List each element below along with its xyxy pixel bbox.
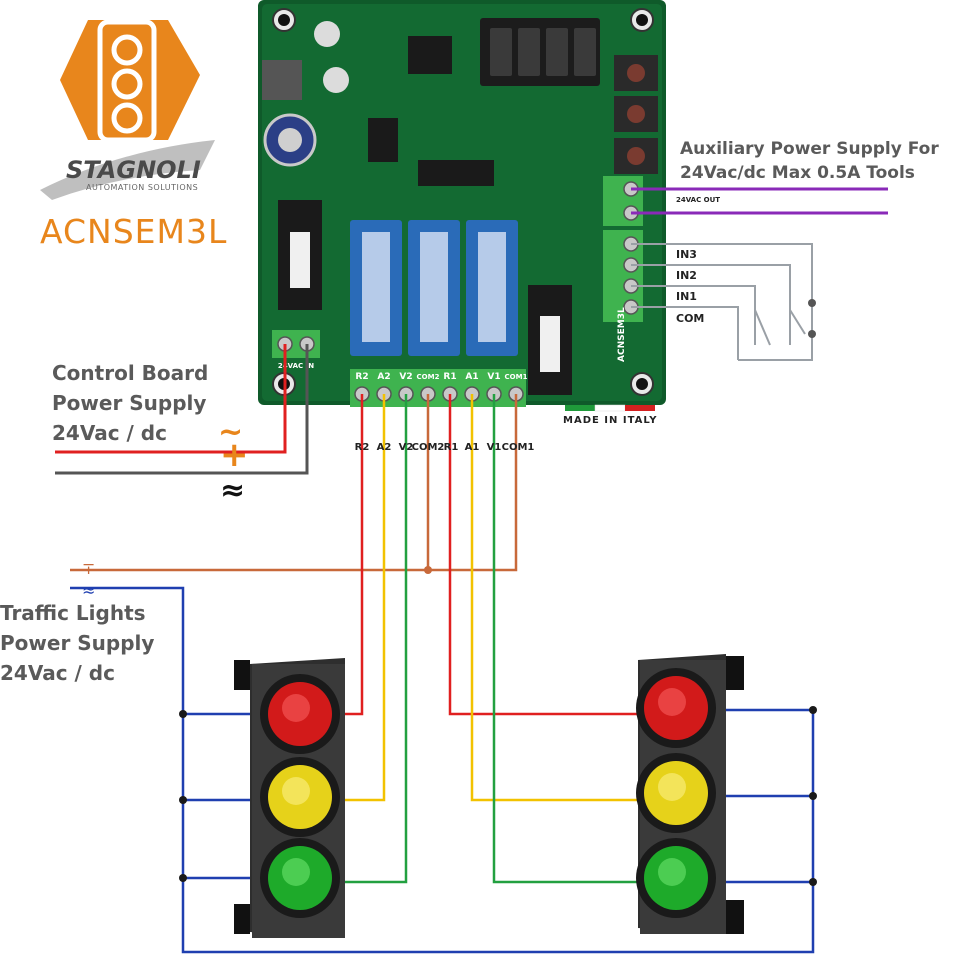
traffic-light-left [234, 658, 345, 938]
wire-label: V2 [399, 442, 414, 453]
control-power-label-2: Power Supply [52, 391, 207, 415]
wire-label: A1 [465, 442, 480, 453]
control-power-label-1: Control Board [52, 361, 209, 385]
dc-in-label: 24VAC IN [278, 362, 314, 370]
minus-tilde-symbol: ≈ [220, 473, 245, 508]
brand-tagline: AUTOMATION SOLUTIONS [86, 183, 199, 192]
input-label: COM [676, 312, 704, 325]
tilde-symbol: ~ [218, 415, 243, 450]
input-label: IN1 [676, 290, 697, 303]
term-label: A2 [377, 372, 390, 382]
traffic-power-label-2: Power Supply [0, 631, 155, 655]
wire-label: R2 [355, 442, 370, 453]
control-power-wires [55, 344, 309, 475]
terminal-labels: R2 A2 V2 COM2 R1 A1 V1 COM1 24VAC IN 24V… [278, 196, 720, 382]
traffic-light-right [636, 654, 744, 934]
wire-label: R1 [444, 442, 459, 453]
control-power-label-3: 24Vac / dc [52, 421, 167, 445]
aux-power-wires [631, 187, 888, 215]
wire-label: A2 [377, 442, 392, 453]
input-label: IN3 [676, 248, 697, 261]
relay-1 [350, 220, 402, 356]
model-name: ACNSEM3L [40, 212, 228, 251]
traffic-light-logo-icon [40, 19, 215, 200]
term-label: R1 [443, 372, 456, 382]
term-label: COM2 [417, 373, 440, 381]
control-board [258, 0, 666, 412]
aux-power-label-1: Auxiliary Power Supply For [680, 139, 939, 159]
wire-labels: R2 A2 V2 COM2 R1 A1 V1 COM1 [355, 442, 535, 453]
plus-symbol: + [220, 435, 249, 475]
wire-label: V1 [487, 442, 502, 453]
term-label: V1 [487, 372, 500, 382]
term-label: V2 [399, 372, 412, 382]
relay-2 [408, 220, 460, 356]
board-model-mark: ACNSEM3L [617, 307, 627, 362]
term-label: COM1 [505, 373, 528, 381]
traffic-power-label-3: 24Vac / dc [0, 661, 115, 685]
wire-label: COM1 [502, 442, 535, 453]
brown-plus-symbol: ∓ [82, 559, 95, 578]
aux-power-label-2: 24Vac/dc Max 0.5A Tools [680, 163, 915, 183]
wire-label: COM2 [412, 442, 445, 453]
right-light-wires [448, 394, 813, 884]
term-label: A1 [465, 372, 478, 382]
traffic-power-label-1: Traffic Lights [0, 601, 146, 625]
blue-minus-symbol: ≈ [82, 581, 95, 600]
relay-3 [466, 220, 518, 356]
traffic-supply-wires [70, 394, 815, 954]
left-light-wires [183, 394, 408, 884]
brand-name: STAGNOLI [66, 156, 201, 184]
aux-out-label: 24VAC OUT [676, 196, 720, 204]
term-label: R2 [355, 372, 368, 382]
input-wiring [631, 243, 813, 361]
input-label: IN2 [676, 269, 697, 282]
made-in-italy-label: MADE IN ITALY [563, 415, 658, 426]
